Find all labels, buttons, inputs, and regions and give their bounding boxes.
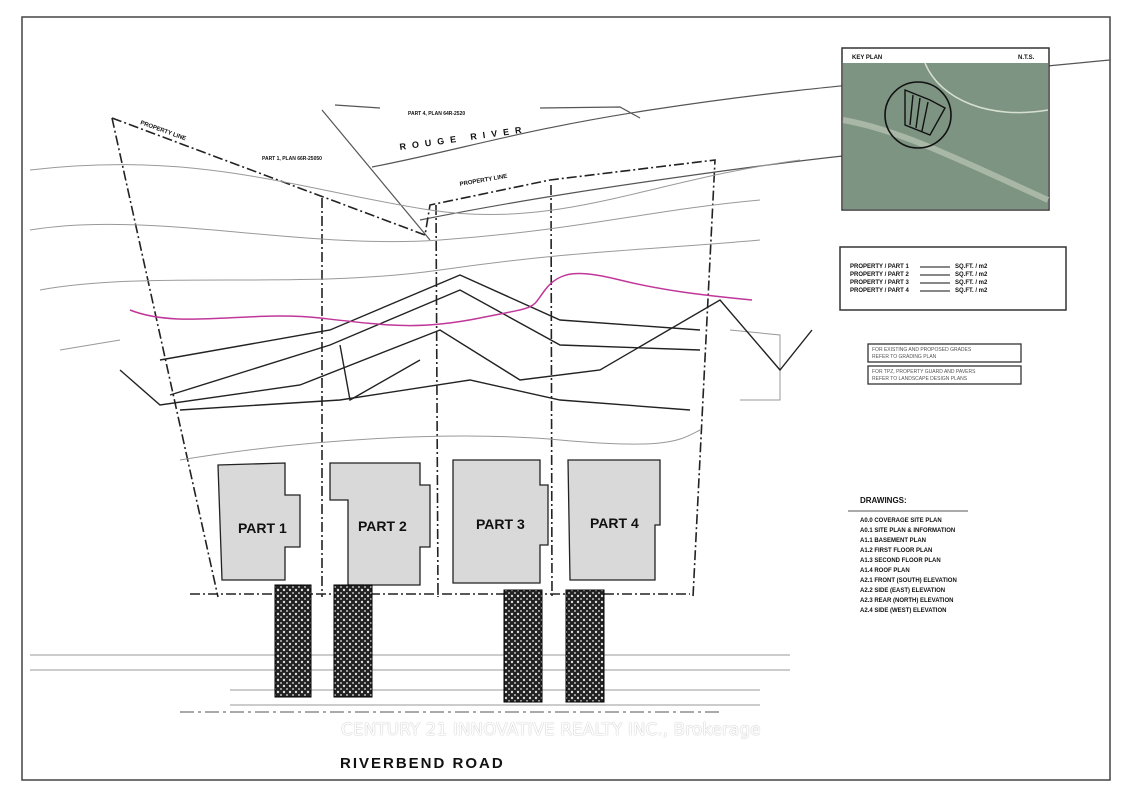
- plan-reference: PART 1, PLAN 66R-25050: [262, 156, 322, 162]
- drawings-title: DRAWINGS:: [860, 496, 907, 505]
- drawing-item: A0.0 COVERAGE SITE PLAN: [860, 518, 942, 524]
- drawings-list: DRAWINGS: A0.0 COVERAGE SITE PLAN A0.1 S…: [848, 496, 968, 614]
- area-row-label: PROPERTY / PART 1: [850, 264, 909, 270]
- drawing-item: A2.3 REAR (NORTH) ELEVATION: [860, 598, 953, 604]
- property-line-label: PROPERTY LINE: [459, 174, 508, 188]
- area-row-label: PROPERTY / PART 4: [850, 288, 909, 294]
- drawing-item: A1.3 SECOND FLOOR PLAN: [860, 558, 941, 564]
- tree-protection-line: [129, 272, 753, 327]
- property-boundary: [111, 117, 716, 598]
- part-label: PART 1: [238, 520, 287, 536]
- area-row-value: SQ.FT. / m2: [955, 288, 988, 294]
- plan-reference: PART 4, PLAN 64R-2520: [408, 111, 465, 117]
- driveways: [274, 584, 605, 703]
- key-plan-title: KEY PLAN: [852, 55, 882, 61]
- area-row-value: SQ.FT. / m2: [955, 280, 988, 286]
- driveway: [274, 584, 312, 698]
- sheet-border: [21, 16, 1111, 781]
- river-label: ROUGE RIVER: [399, 124, 528, 152]
- note-text: FOR TPZ, PROPERTY GUARD AND PAVERS: [872, 369, 976, 375]
- drawing-item: A2.1 FRONT (SOUTH) ELEVATION: [860, 578, 957, 584]
- driveway: [503, 589, 543, 703]
- road-name: RIVERBEND ROAD: [340, 755, 505, 772]
- building-labels: PART 1 PART 2 PART 3 PART 4: [238, 515, 639, 536]
- note-text: REFER TO GRADING PLAN: [872, 354, 937, 360]
- drawing-item: A0.1 SITE PLAN & INFORMATION: [860, 528, 955, 534]
- building-part-2: [329, 462, 431, 586]
- drawing-item: A1.1 BASEMENT PLAN: [860, 538, 926, 544]
- area-row-label: PROPERTY / PART 2: [850, 272, 909, 278]
- part-label: PART 4: [590, 515, 639, 531]
- brokerage-watermark: CENTURY 21 INNOVATIVE REALTY INC., Broke…: [337, 718, 765, 742]
- part-label: PART 2: [358, 518, 407, 534]
- note-text: FOR EXISTING AND PROPOSED GRADES: [872, 347, 972, 353]
- notes: FOR EXISTING AND PROPOSED GRADES REFER T…: [867, 343, 1022, 385]
- driveway: [333, 584, 373, 698]
- building-part-4: [567, 459, 661, 581]
- building-part-1: [217, 462, 301, 581]
- drawing-item: A1.4 ROOF PLAN: [860, 568, 910, 574]
- driveway: [565, 589, 605, 703]
- area-row-value: SQ.FT. / m2: [955, 264, 988, 270]
- drawing-item: A2.4 SIDE (WEST) ELEVATION: [860, 608, 946, 614]
- drawing-item: A2.2 SIDE (EAST) ELEVATION: [860, 588, 945, 594]
- grade-lines: [119, 274, 813, 411]
- building-part-3: [452, 459, 549, 584]
- buildings: [217, 459, 661, 586]
- key-plan: KEY PLAN N.T.S.: [841, 47, 1050, 211]
- area-table: PROPERTY / PART 1 SQ.FT. / m2 PROPERTY /…: [839, 246, 1067, 311]
- area-row-value: SQ.FT. / m2: [955, 272, 988, 278]
- key-plan-scale: N.T.S.: [1018, 55, 1035, 61]
- drawing-item: A1.2 FIRST FLOOR PLAN: [860, 548, 932, 554]
- contour-lines: [29, 159, 801, 706]
- area-row-label: PROPERTY / PART 3: [850, 280, 909, 286]
- part-label: PART 3: [476, 516, 525, 532]
- note-text: REFER TO LANDSCAPE DESIGN PLANS: [872, 376, 968, 382]
